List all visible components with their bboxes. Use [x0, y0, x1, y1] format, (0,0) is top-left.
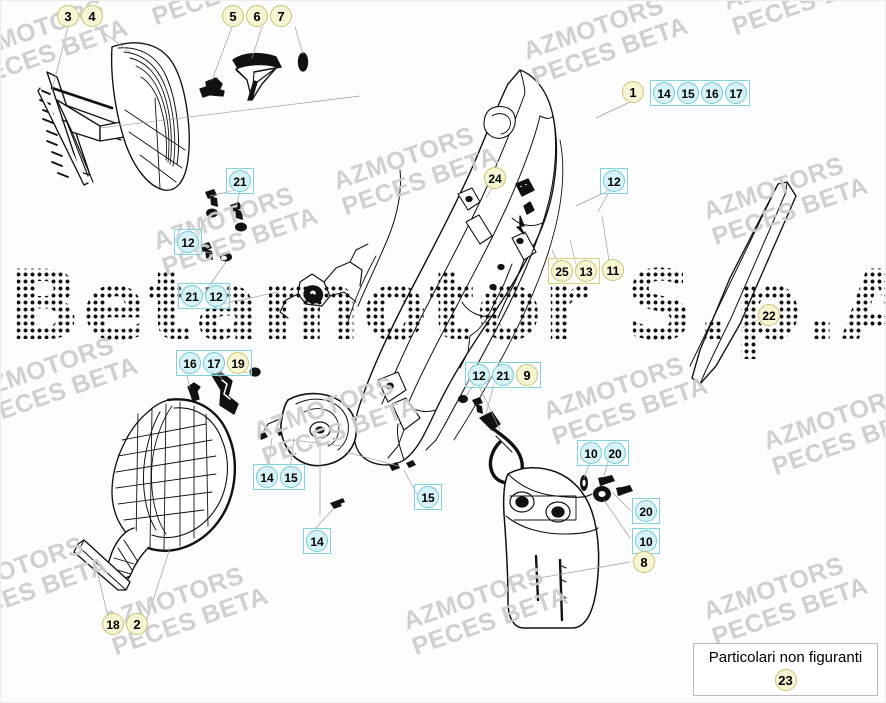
callout-bubble-19[interactable]: 19	[227, 352, 249, 374]
callout-group-8: 8	[632, 550, 656, 574]
callout-bubble-7[interactable]: 7	[270, 5, 292, 27]
part-bracket-clip	[187, 382, 201, 402]
callout-bubble-21[interactable]: 21	[229, 170, 251, 192]
callout-bubble-22[interactable]: 22	[758, 304, 780, 326]
callout-bubble-12[interactable]: 12	[603, 170, 625, 192]
legend-title: Particolari non figuranti	[708, 649, 863, 666]
callout-bubble-14[interactable]: 14	[256, 466, 278, 488]
callout-group-22: 22	[757, 303, 781, 327]
callout-bubble-12[interactable]: 12	[468, 364, 490, 386]
callout-bubble-16[interactable]: 16	[179, 352, 201, 374]
callout-bubble-17[interactable]: 17	[203, 352, 225, 374]
part-rear-mudguard-flap	[110, 42, 190, 191]
part-lower-rear-splash-guard	[502, 467, 600, 629]
callout-bubble-2[interactable]: 2	[126, 613, 148, 635]
callout-bubble-6[interactable]: 6	[246, 5, 268, 27]
callout-bubble-13[interactable]: 13	[575, 260, 597, 282]
part-airbox-snorkel	[261, 392, 357, 467]
callout-bubble-16[interactable]: 16	[701, 82, 723, 104]
callout-bubble-21[interactable]: 21	[181, 285, 203, 307]
callout-bubble-8[interactable]: 8	[633, 551, 655, 573]
callout-group-12: 12	[174, 229, 202, 255]
callout-bubble-11[interactable]: 11	[602, 259, 624, 281]
callout-bubble-3[interactable]: 3	[57, 5, 79, 27]
callout-group-15: 15	[414, 484, 442, 510]
hardware-cluster-lower	[458, 395, 483, 414]
callout-bubble-25[interactable]: 25	[551, 260, 573, 282]
callout-bubble-20[interactable]: 20	[604, 442, 626, 464]
callout-group-1: 1	[621, 80, 645, 104]
callout-group-20: 20	[632, 498, 660, 524]
callout-group-21: 21	[226, 168, 254, 194]
part-fastener-stud	[199, 77, 225, 98]
callout-bubble-15[interactable]: 15	[417, 486, 439, 508]
callout-bubble-14[interactable]: 14	[653, 82, 675, 104]
part-sealing-strip	[73, 539, 131, 591]
callout-bubble-12[interactable]: 12	[177, 231, 199, 253]
callout-bubble-12[interactable]: 12	[205, 285, 227, 307]
callout-bubble-18[interactable]: 18	[102, 613, 124, 635]
legend-reference-bubble[interactable]: 23	[774, 669, 797, 691]
callout-bubble-9[interactable]: 9	[516, 364, 538, 386]
callout-bubble-1[interactable]: 1	[622, 81, 644, 103]
part-rubber-mount-bracket	[232, 52, 282, 101]
callout-bubble-24[interactable]: 24	[484, 167, 506, 189]
callout-bubble-14[interactable]: 14	[306, 530, 328, 552]
callout-group-12: 12	[600, 168, 628, 194]
callout-group-24: 24	[483, 166, 507, 190]
callout-group-14: 14	[303, 528, 331, 554]
part-side-panel-blade	[689, 181, 797, 385]
callout-bubble-15[interactable]: 15	[677, 82, 699, 104]
part-grommet	[249, 367, 261, 377]
hardware-cluster-splashguard	[580, 475, 633, 502]
legend-box: Particolari non figuranti 23	[693, 643, 878, 696]
callout-group-10: 10	[632, 528, 660, 554]
callout-bubble-21[interactable]: 21	[492, 364, 514, 386]
callout-bubble-15[interactable]: 15	[280, 466, 302, 488]
callout-bubble-20[interactable]: 20	[635, 500, 657, 522]
part-cable-guide-clamp	[211, 369, 239, 415]
callout-group-11: 11	[601, 258, 625, 282]
part-license-plate-bracket	[37, 71, 132, 186]
callout-bubble-10[interactable]: 10	[580, 442, 602, 464]
part-rear-fender-main-body	[279, 69, 564, 466]
callout-bubble-4[interactable]: 4	[81, 5, 103, 27]
callout-bubble-17[interactable]: 17	[725, 82, 747, 104]
callout-bubble-10[interactable]: 10	[635, 530, 657, 552]
callout-bubble-5[interactable]: 5	[222, 5, 244, 27]
